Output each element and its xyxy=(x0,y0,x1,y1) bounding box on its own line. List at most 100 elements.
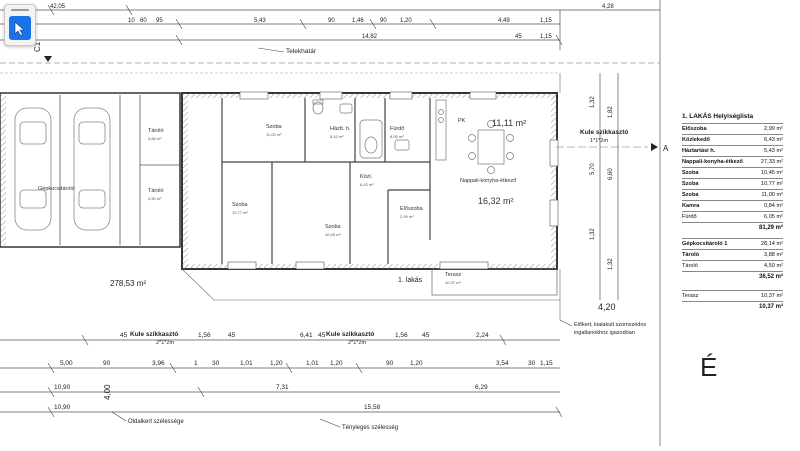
north-arrow-label: É xyxy=(700,352,717,382)
garage-total-area: 278,53 m² xyxy=(110,279,146,288)
svg-text:5,00: 5,00 xyxy=(60,360,73,367)
svg-text:6,05 m²: 6,05 m² xyxy=(390,134,404,139)
svg-text:95: 95 xyxy=(156,18,163,24)
cursor-arrow-icon xyxy=(14,20,25,36)
svg-text:1,15: 1,15 xyxy=(540,34,552,40)
room-label-nappali: Nappali-konyha-étkező xyxy=(460,178,516,184)
svg-text:10,90: 10,90 xyxy=(54,384,71,391)
room-label-szoba-top: Szoba xyxy=(266,124,283,130)
drag-handle[interactable] xyxy=(11,9,29,11)
bottom-dimension-lines xyxy=(0,339,560,413)
svg-text:1,46: 1,46 xyxy=(352,18,364,24)
schedule-subtotal: 36,52 m² xyxy=(758,274,783,280)
svg-text:30: 30 xyxy=(528,360,536,367)
svg-text:10,77 m²: 10,77 m² xyxy=(232,210,248,215)
schedule-row: Háztartási h.5,43 m² xyxy=(682,145,783,156)
svg-text:7,31: 7,31 xyxy=(276,384,289,391)
section-marker-c1: C1 xyxy=(33,41,52,62)
svg-text:11,00 m²: 11,00 m² xyxy=(266,132,282,137)
svg-text:30: 30 xyxy=(212,360,220,367)
svg-text:1,32: 1,32 xyxy=(608,258,614,270)
svg-text:A: A xyxy=(663,144,669,153)
svg-text:1,82: 1,82 xyxy=(608,106,614,118)
svg-text:C1: C1 xyxy=(33,41,42,52)
svg-text:2,24: 2,24 xyxy=(476,332,489,339)
svg-text:45: 45 xyxy=(120,332,128,339)
svg-text:3,54: 3,54 xyxy=(496,360,509,367)
garage-block: Gépkocsitároló Tároló 3,88 m² Tároló 4,5… xyxy=(0,92,181,248)
room-label-szoba-left: Szoba xyxy=(232,202,249,208)
svg-text:1,56: 1,56 xyxy=(198,332,211,339)
svg-text:1,56: 1,56 xyxy=(395,332,408,339)
elokert-note-2: ingatlanokhoz igazodóan xyxy=(574,330,635,336)
top-dim-total: 42,05 xyxy=(50,4,66,10)
svg-text:10: 10 xyxy=(128,18,135,24)
tenyleges-label: Tényleges szélesség xyxy=(342,425,398,431)
oldalkert-label: Oldalkert szélessége xyxy=(128,419,184,425)
room-label-terasz: Terasz xyxy=(445,272,461,278)
svg-text:90: 90 xyxy=(386,360,394,367)
svg-text:3,96: 3,96 xyxy=(152,360,165,367)
svg-text:1,15: 1,15 xyxy=(540,18,552,24)
elokert-note-1: Előkert, kialakult szomszédos xyxy=(574,322,646,328)
nappali-area-large: 16,32 m² xyxy=(478,196,514,206)
sink-icon xyxy=(339,103,410,151)
svg-text:6,41: 6,41 xyxy=(300,332,313,339)
svg-text:1,20: 1,20 xyxy=(410,360,423,367)
svg-text:2*1*2m: 2*1*2m xyxy=(156,340,174,346)
car-icon xyxy=(73,107,111,231)
svg-text:5,70: 5,70 xyxy=(590,163,596,175)
telekhatar-label: Telekhatár xyxy=(286,48,317,55)
svg-text:10,37 m²: 10,37 m² xyxy=(445,280,461,285)
svg-text:3,88 m²: 3,88 m² xyxy=(148,136,162,141)
room-label-kozl: Közl. xyxy=(360,174,373,180)
section-marker-a: A xyxy=(556,143,669,153)
room-label-szoba-mid: Szoba xyxy=(325,224,342,230)
kitchen-counter xyxy=(435,99,447,161)
svg-text:1,15: 1,15 xyxy=(540,360,553,367)
svg-text:45: 45 xyxy=(318,332,326,339)
kule-mid-label: Kule szikkasztó xyxy=(326,331,374,338)
svg-text:1,32: 1,32 xyxy=(590,96,596,108)
top-dimension-lines xyxy=(0,0,661,446)
svg-text:11,11 m²: 11,11 m² xyxy=(492,118,526,128)
room-label-haztartasi: Háztt. h. xyxy=(330,126,351,132)
apartment-walls xyxy=(181,91,559,270)
svg-text:6,43 m²: 6,43 m² xyxy=(360,182,374,187)
schedule-subtotal: 81,29 m² xyxy=(758,225,783,231)
terrace xyxy=(431,268,558,296)
svg-text:60: 60 xyxy=(140,18,147,24)
svg-text:1,20: 1,20 xyxy=(400,18,412,24)
svg-text:1,20: 1,20 xyxy=(270,360,283,367)
svg-text:10,45 m²: 10,45 m² xyxy=(325,232,341,237)
dimension-ticks xyxy=(47,4,563,418)
svg-text:4,50 m²: 4,50 m² xyxy=(148,196,162,201)
room-label-garage: Gépkocsitároló xyxy=(38,186,75,192)
svg-text:5,43 m²: 5,43 m² xyxy=(330,134,344,139)
svg-text:1,01: 1,01 xyxy=(306,360,319,367)
toilet-icon xyxy=(312,99,324,115)
schedule-title: 1. LAKÁS Helyiséglista xyxy=(682,113,754,120)
room-label-pk: PK xyxy=(458,118,466,124)
svg-text:4,49: 4,49 xyxy=(498,18,510,24)
kule-right-label: Kule szikkasztó xyxy=(580,129,628,136)
select-tool-button[interactable] xyxy=(9,16,31,40)
room-label-furdo: Fürdő xyxy=(390,126,404,132)
bathtub-icon xyxy=(359,119,383,159)
room-label-storage-2: Tároló xyxy=(148,188,164,194)
top-dim-right: 4,28 xyxy=(602,4,614,10)
svg-text:6,60: 6,60 xyxy=(608,168,614,180)
